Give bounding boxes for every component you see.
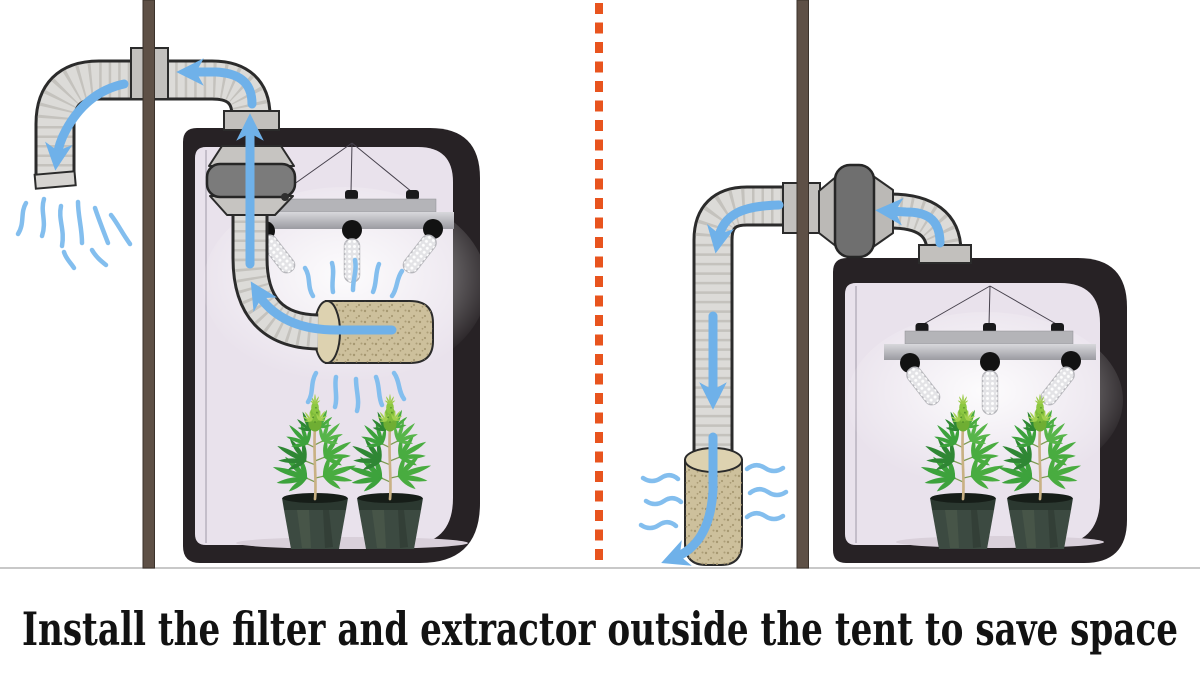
fixture-bottom-bar	[240, 212, 454, 229]
wire-connector	[345, 190, 358, 200]
plant-pot	[282, 493, 348, 549]
wall-pole-right	[796, 0, 809, 569]
air-waves-left	[15, 196, 407, 414]
airflow-arrow	[176, 58, 257, 109]
airflow-arrow	[661, 432, 718, 566]
fan-body	[833, 163, 876, 259]
right-scene-filter-outside-tent	[638, 0, 1127, 569]
air-waves-right	[638, 463, 789, 531]
tent-floor-shadow	[236, 537, 468, 549]
duct-outlet-cap	[33, 170, 77, 190]
tent-floor-shadow	[896, 536, 1104, 548]
plant-pot	[1007, 493, 1073, 549]
wire-connector	[1051, 323, 1064, 333]
airflow-arrow	[875, 198, 945, 248]
airflow-arrows-left	[45, 58, 397, 335]
wire-connector	[983, 323, 996, 333]
lamp-socket	[342, 220, 362, 240]
airflow-arrow	[250, 281, 397, 335]
wall-pole-left	[142, 0, 155, 569]
fan-cable-port	[281, 193, 289, 201]
exhaust-duct-right	[692, 185, 783, 458]
light-fixture-right	[884, 285, 1096, 415]
airflow-arrow	[45, 79, 129, 171]
fixture-top-bar	[904, 330, 1074, 345]
exhaust-duct-left	[33, 59, 272, 190]
plant-pot	[357, 493, 423, 549]
extractor-fan-right	[818, 163, 894, 259]
lamp-socket	[1061, 351, 1081, 371]
tent-roof-collar-right	[918, 244, 972, 264]
hanging-wires	[921, 285, 1059, 326]
airflow-arrow	[706, 200, 784, 254]
plant-pot	[930, 493, 996, 549]
left-scene-filter-inside-tent	[15, 0, 487, 569]
lamp-socket	[423, 219, 443, 239]
wire-connector	[915, 323, 929, 333]
airflow-arrows-right	[661, 198, 945, 566]
lamp-socket	[980, 352, 1000, 372]
lamp-tube	[981, 370, 999, 415]
caption-text: Install the filter and extractor outside…	[22, 602, 1178, 656]
wire-connector	[406, 190, 419, 200]
